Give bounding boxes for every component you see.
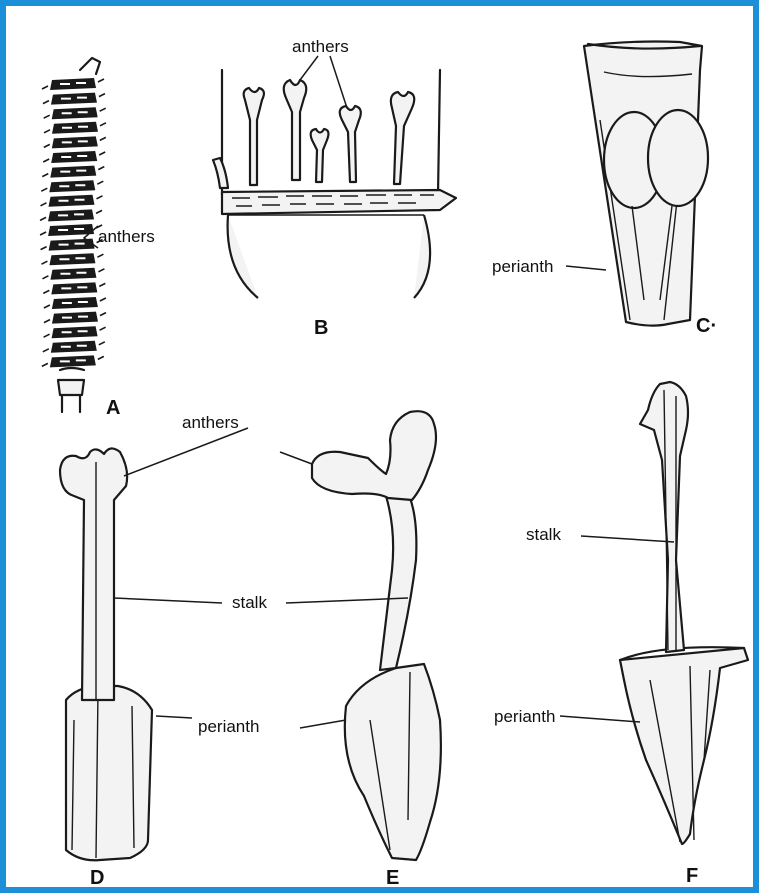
anther-whorl [50, 166, 96, 178]
anther-whorl [51, 151, 97, 163]
drawing-b-anther-cluster [213, 56, 456, 298]
anther-whorl [51, 341, 97, 353]
anther-whorl [52, 297, 98, 309]
panel-letter-e: E [386, 867, 399, 887]
panel-letter-d: D [90, 867, 104, 887]
panel-letter-b: B [314, 317, 328, 339]
panel-letter-a: A [106, 397, 120, 419]
label-perianth-f: perianth [494, 707, 555, 726]
drawing-d-flower [60, 448, 192, 860]
label-anthers-b: anthers [292, 37, 349, 56]
anther-whorl [52, 122, 98, 134]
anther-whorl [50, 78, 96, 90]
label-stalk-f: stalk [526, 525, 561, 544]
anther-whorl [49, 253, 95, 265]
panel-letter-c: C· [696, 315, 717, 337]
anther-whorl [48, 209, 94, 221]
label-stalk-de: stalk [232, 593, 267, 612]
drawing-f-flower [560, 382, 748, 844]
label-anthers-a: anthers [98, 227, 155, 246]
anther-whorl [50, 268, 96, 280]
label-anthers-de: anthers [182, 413, 239, 432]
anther-whorl [52, 326, 98, 338]
anther-whorl [50, 355, 96, 367]
anther-whorl [52, 107, 98, 119]
flower-diagram: anthers anthers perianth anthers stalk p… [6, 6, 753, 887]
label-perianth-de: perianth [198, 717, 259, 736]
anther-whorl [52, 136, 98, 148]
anther-whorl [51, 93, 97, 105]
panel-letter-f: F [686, 865, 698, 887]
drawing-e-flower [280, 411, 441, 860]
drawing-a-spike [40, 58, 106, 412]
anther-whorl [48, 224, 94, 236]
drawing-c-perianth-anthers [566, 42, 708, 326]
anther-whorl [51, 282, 97, 294]
anther-whorl [52, 312, 98, 324]
label-perianth-c: perianth [492, 257, 553, 276]
anther-whorl [49, 180, 95, 192]
anther-whorl [48, 195, 94, 207]
